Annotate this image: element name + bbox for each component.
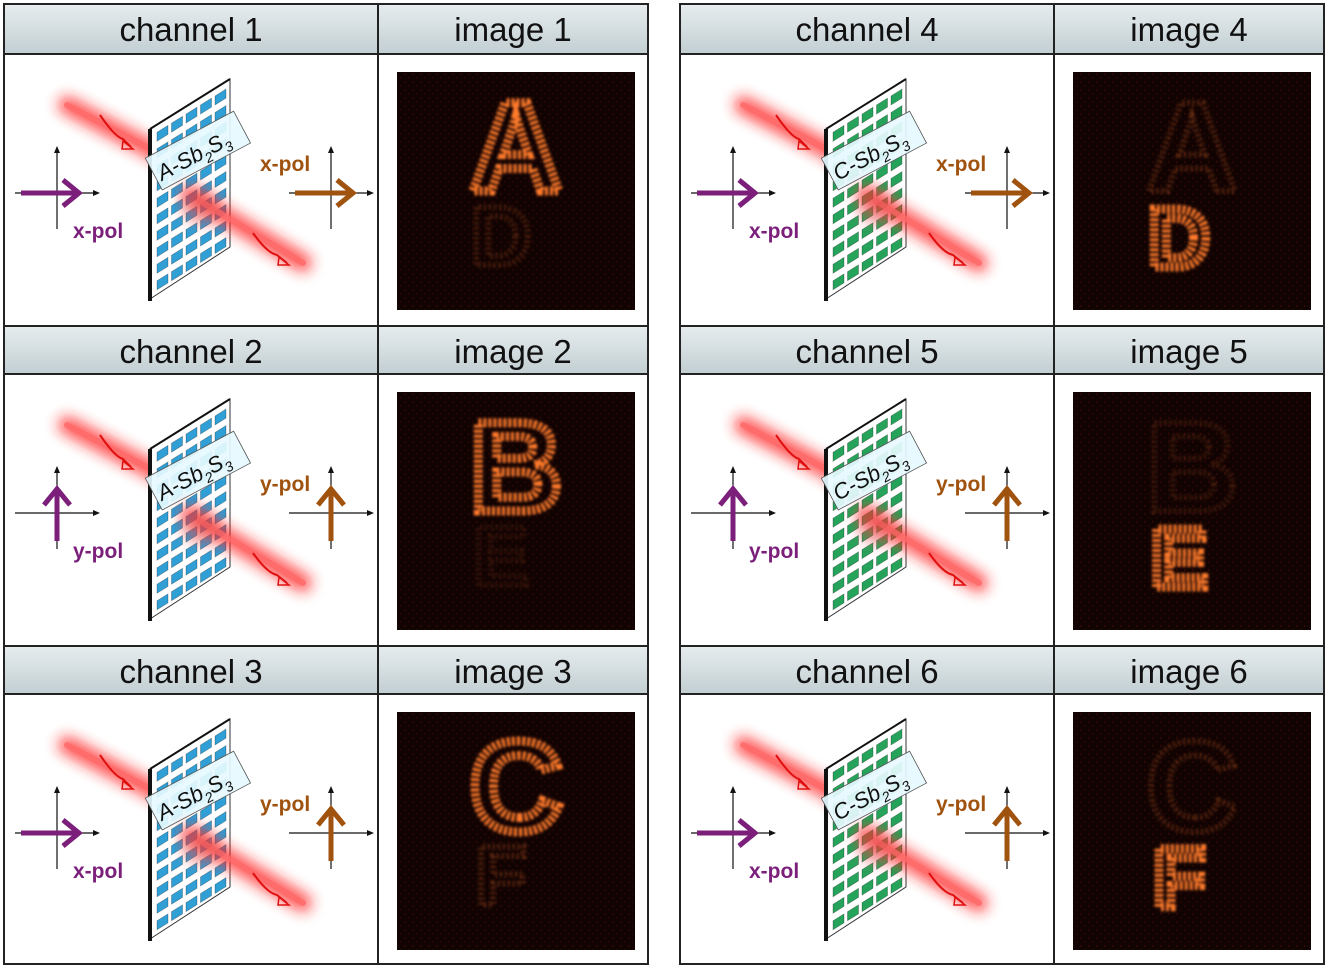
input-pol-label: x-pol [73, 860, 123, 883]
transmitted-beam [857, 186, 988, 272]
output-pol-label: y-pol [936, 473, 986, 496]
reconstructed-letter: D [1149, 191, 1210, 285]
image-label: image 2 [379, 325, 647, 375]
reconstructed-letter: B [470, 396, 562, 539]
transmitted-beam [181, 826, 312, 912]
output-polarization-axes [965, 786, 1050, 869]
reconstructed-letter: C [470, 716, 562, 859]
channel-label: channel 1 [5, 5, 379, 55]
channel-schematic: C-Sb2S3 y-pol y-pol [681, 375, 1055, 645]
hologram-image [1073, 392, 1311, 630]
output-polarization-axes [965, 146, 1050, 229]
input-pol-label: x-pol [73, 220, 123, 243]
reconstructed-letter: E [1151, 511, 1207, 605]
reconstructed-letter: F [1153, 831, 1204, 925]
input-pol-label: x-pol [749, 860, 799, 883]
channel-schematic: C-Sb2S3 x-pol x-pol [681, 55, 1055, 325]
crosstalk-letter: E [473, 509, 529, 603]
material-label: A-Sb2S3 [144, 750, 252, 831]
transmitted-beam [181, 506, 312, 592]
input-polarization-axes [691, 786, 776, 869]
output-polarization-axes [965, 466, 1050, 549]
hologram-image [1073, 72, 1311, 310]
input-polarization-axes [691, 146, 776, 229]
image-label: image 1 [379, 5, 647, 55]
channel-schematic: A-Sb2S3 y-pol y-pol [5, 375, 379, 645]
image-label: image 6 [1055, 645, 1323, 695]
material-label: C-Sb2S3 [820, 430, 928, 511]
material-label: A-Sb2S3 [144, 110, 252, 191]
transmitted-beam [857, 826, 988, 912]
image-label: image 4 [1055, 5, 1323, 55]
input-polarization-axes [15, 466, 100, 549]
hologram-image [1073, 712, 1311, 950]
output-polarization-axes [289, 466, 374, 549]
crosstalk-letter: F [475, 829, 526, 923]
channel-schematic: A-Sb2S3 x-pol y-pol [5, 695, 379, 965]
output-polarization-axes [289, 146, 374, 229]
output-pol-label: y-pol [260, 473, 310, 496]
output-polarization-axes [289, 786, 374, 869]
channel-label: channel 4 [681, 5, 1055, 55]
crosstalk-letter: D [471, 189, 532, 283]
channel-label: channel 6 [681, 645, 1055, 695]
transmitted-beam [857, 506, 988, 592]
input-pol-label: y-pol [73, 540, 123, 563]
input-pol-label: y-pol [749, 540, 799, 563]
channel-label: channel 5 [681, 325, 1055, 375]
metasurface-plate: C-Sb2S3 [820, 78, 928, 301]
material-label: A-Sb2S3 [144, 430, 252, 511]
image-label: image 3 [379, 645, 647, 695]
crosstalk-letter: A [1146, 76, 1238, 219]
output-pol-label: y-pol [260, 793, 310, 816]
output-pol-label: x-pol [260, 153, 310, 176]
input-polarization-axes [15, 786, 100, 869]
crosstalk-letter: C [1146, 716, 1238, 859]
input-pol-label: x-pol [749, 220, 799, 243]
hologram-image [397, 392, 635, 630]
input-polarization-axes [691, 466, 776, 549]
input-polarization-axes [15, 146, 100, 229]
image-label: image 5 [1055, 325, 1323, 375]
output-pol-label: x-pol [936, 153, 986, 176]
output-pol-label: y-pol [936, 793, 986, 816]
channel-label: channel 2 [5, 325, 379, 375]
reconstructed-letter: A [470, 76, 562, 219]
hologram-image [397, 72, 635, 310]
channel-label: channel 3 [5, 645, 379, 695]
transmitted-beam [181, 186, 312, 272]
hologram-image [397, 712, 635, 950]
crosstalk-letter: B [1146, 396, 1238, 539]
channel-schematic: A-Sb2S3 x-pol x-pol [5, 55, 379, 325]
